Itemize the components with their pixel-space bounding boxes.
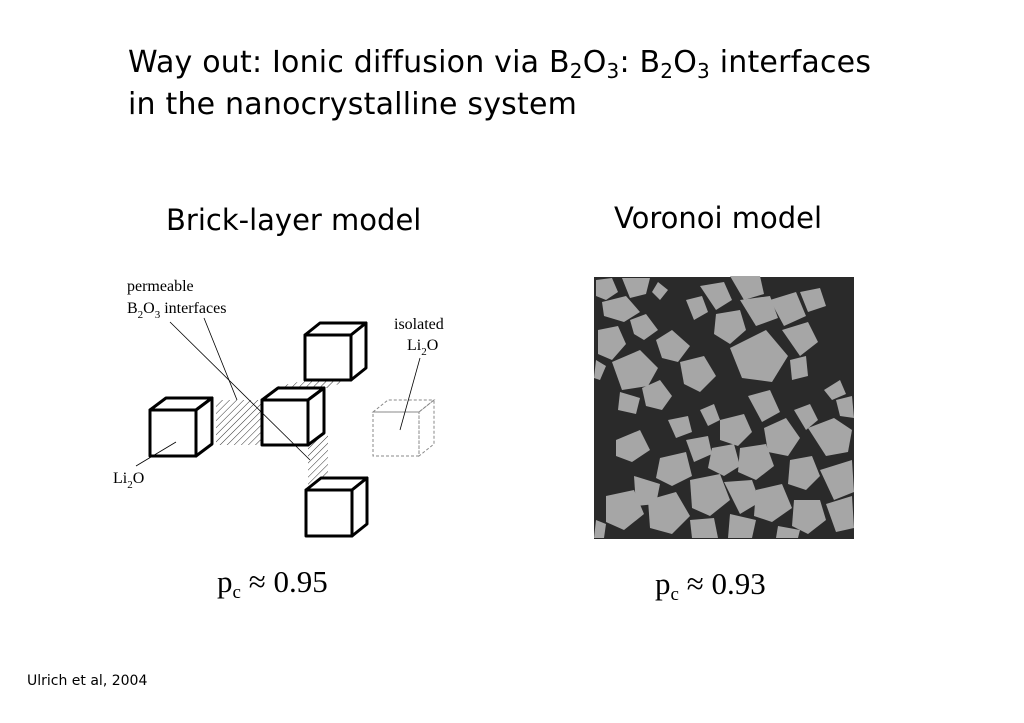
title-subscript: 2 [660, 59, 674, 83]
li2o-cube [148, 396, 214, 458]
voronoi-diagram [594, 276, 854, 539]
top-cube [303, 321, 368, 382]
interface-horizontal [216, 400, 262, 445]
title-subscript: 2 [569, 59, 583, 83]
leader-line [135, 441, 177, 467]
title-line-2: in the nanocrystalline system [128, 87, 578, 122]
title-text-a: Way out: Ionic diffusion via B [128, 45, 570, 80]
label-isolated-li2o: Li2O [407, 337, 438, 358]
isolated-cube [371, 398, 436, 458]
citation: Ulrich et al, 2004 [27, 673, 148, 689]
title-text-c: : B [619, 45, 661, 80]
voronoi-percolation-threshold: pc ≈ 0.93 [655, 566, 766, 605]
voronoi-grains [594, 276, 854, 538]
voronoi-heading: Voronoi model [614, 201, 823, 235]
title-subscript: 3 [697, 59, 710, 83]
label-li2o: Li2O [113, 470, 144, 491]
title-text-b: O [582, 45, 607, 80]
title-subscript: 3 [606, 59, 620, 83]
brick-layer-percolation-threshold: pc ≈ 0.95 [217, 564, 328, 603]
leader-line [203, 317, 238, 401]
title-line-1: Way out: Ionic diffusion via B2O3: B2O3 … [128, 45, 872, 83]
bottom-cube [304, 476, 369, 538]
brick-layer-heading: Brick-layer model [166, 203, 422, 237]
label-permeable: permeable [127, 278, 194, 295]
slide-title: Way out: Ionic diffusion via B2O3: B2O3 … [128, 42, 871, 126]
title-text-d: O [673, 45, 698, 80]
interface-vertical [308, 432, 328, 488]
leader-line [169, 321, 311, 461]
leader-line [399, 357, 421, 431]
label-isolated: isolated [394, 316, 444, 333]
center-cube [260, 386, 326, 447]
title-text-e: interfaces [709, 45, 872, 80]
